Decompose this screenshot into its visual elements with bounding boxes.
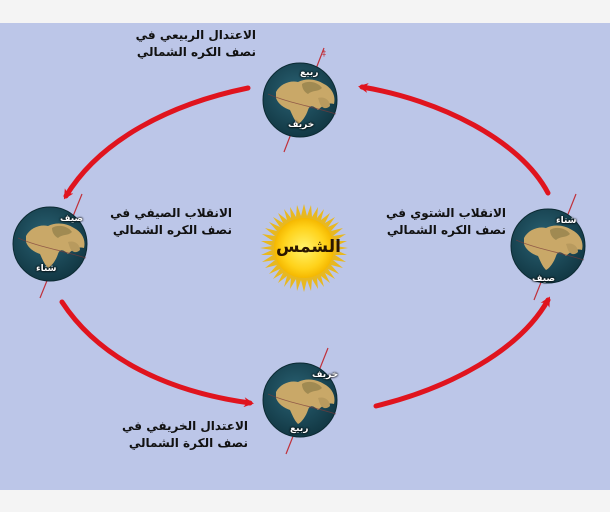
label-summer-solstice: الانقلاب الصيفي في نصف الكره الشمالي [110, 205, 232, 239]
label-spring-equinox: الاعتدال الربيعي في نصف الكره الشمالي [136, 27, 256, 61]
globe-left-icon [12, 193, 88, 299]
globe-top-word-bottom: خريف [288, 120, 315, 130]
label-winter-solstice: الانقلاب الشتوي في نصف الكره الشمالي [386, 205, 506, 239]
label-autumn-equinox-line1: الاعتدال الخريفي في [122, 419, 248, 433]
globe-left-word-top: صيف [60, 214, 84, 224]
arrow-left-to-bottom [59, 299, 254, 408]
label-autumn-equinox-line2: نصف الكرة الشمالي [128, 436, 248, 450]
label-summer-solstice-line2: نصف الكره الشمالي [112, 223, 232, 237]
arrow-bottom-to-right [373, 296, 551, 409]
label-autumn-equinox: الاعتدال الخريفي في نصف الكرة الشمالي [122, 418, 248, 452]
arrow-top-to-left [63, 85, 251, 200]
globe-top-word-top: ربيع [300, 68, 319, 78]
globe-bottom-word-top: خريف [312, 370, 339, 380]
globe-bottom-icon [262, 347, 338, 455]
sun-icon [260, 204, 348, 292]
globe-right-icon [510, 193, 586, 301]
label-spring-equinox-line2: نصف الكره الشمالي [136, 45, 256, 59]
label-summer-solstice-line1: الانقلاب الصيفي في [110, 206, 232, 220]
globe-top-icon: ‡ [262, 47, 338, 153]
sun-label: الشمس [276, 237, 341, 257]
arrow-right-to-top [358, 83, 551, 196]
label-spring-equinox-line1: الاعتدال الربيعي في [135, 28, 256, 42]
globe-bottom-word-bottom: ربيع [290, 424, 309, 434]
globe-right-word-top: شتاء [556, 216, 577, 226]
globe-left-word-bottom: شتاء [36, 264, 57, 274]
globe-right-word-bottom: صيف [532, 274, 556, 284]
label-winter-solstice-line1: الانقلاب الشتوي في [386, 206, 506, 220]
label-winter-solstice-line2: نصف الكره الشمالي [386, 223, 506, 237]
svg-text:‡: ‡ [322, 49, 326, 58]
